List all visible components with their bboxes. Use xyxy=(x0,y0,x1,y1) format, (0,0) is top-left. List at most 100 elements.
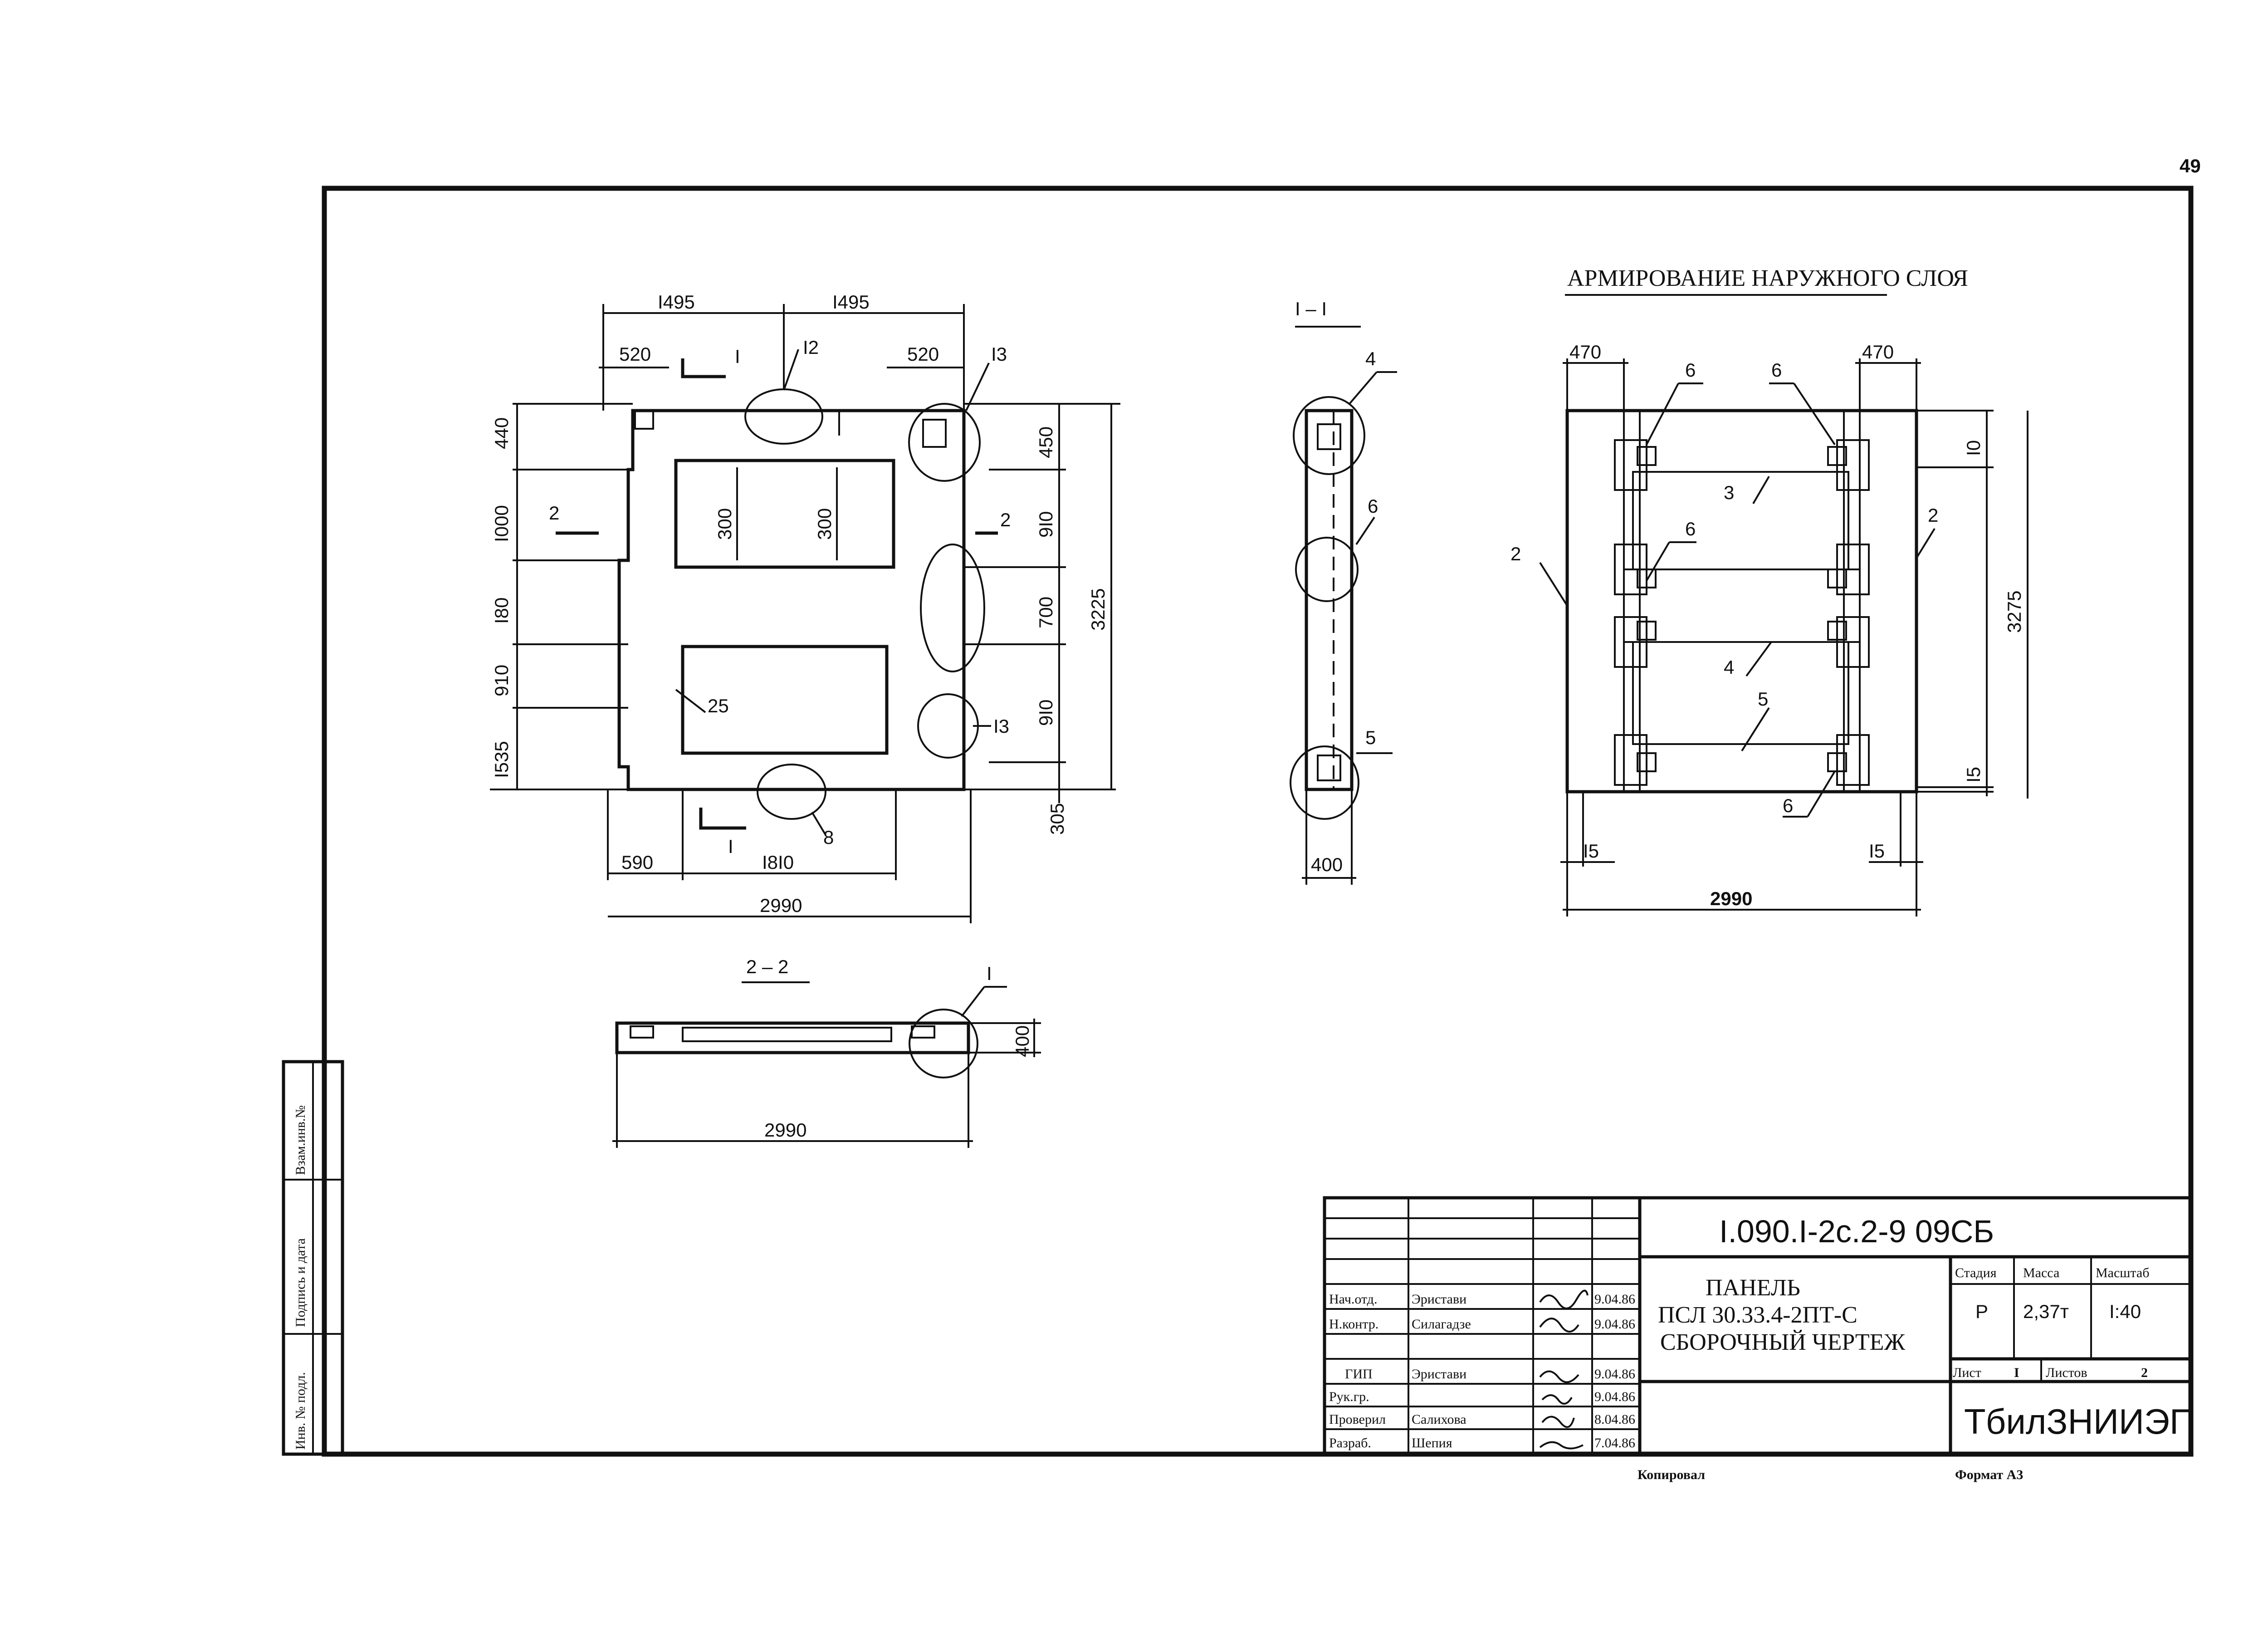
signature-3 xyxy=(1539,1370,1579,1383)
signature-5 xyxy=(1541,1416,1575,1428)
plan-opening-dim-1: 300 xyxy=(714,508,735,540)
sheets-value: 2 xyxy=(2141,1365,2148,1380)
organization: ТбилЗНИИЭП xyxy=(1964,1402,2195,1441)
section-1-1-circle-bottom xyxy=(1290,745,1359,820)
side-stamp: Инв. № подл. Подпись и дата Взам.инв.№ xyxy=(282,1060,344,1456)
role-head-dept: Нач.отд. xyxy=(1329,1292,1377,1307)
scale-value: I:40 xyxy=(2109,1301,2141,1322)
plan-left-dim-5: I535 xyxy=(491,741,512,778)
sheet-value: I xyxy=(2014,1365,2019,1380)
stage-label: Стадия xyxy=(1955,1265,1997,1280)
reinf-right-dim-1: I0 xyxy=(1963,440,1984,456)
reinf-dim-top-1: 470 xyxy=(1569,341,1601,363)
scale-label: Масштаб xyxy=(2096,1265,2149,1280)
reinf-right-dim-2: 3275 xyxy=(2004,591,2025,633)
plan-left-dim-3: I80 xyxy=(491,598,512,624)
section-1-1-callout-4: 4 xyxy=(1365,348,1376,369)
name-head-dept: Эристави xyxy=(1412,1292,1466,1307)
reinf-bottom-dim-1: I5 xyxy=(1583,840,1599,862)
section-2-2-title: 2 – 2 xyxy=(746,956,788,977)
reinforcement-title: АРМИРОВАНИЕ НАРУЖНОГО СЛОЯ xyxy=(1567,265,1968,291)
section-1-1-width: 400 xyxy=(1311,854,1343,875)
signature-4 xyxy=(1541,1394,1573,1405)
signature-1 xyxy=(1539,1289,1589,1309)
drawing-name-line-3: СБОРОЧНЫЙ ЧЕРТЕЖ xyxy=(1660,1329,1905,1355)
reinf-dim-top-2: 470 xyxy=(1862,341,1894,363)
plan-dim-second-2: 520 xyxy=(907,343,939,365)
plan-bottom-dim-2: I8I0 xyxy=(762,852,794,873)
sheets-label: Листов xyxy=(2046,1365,2087,1380)
signature-6 xyxy=(1539,1441,1584,1450)
reinforcement-view: АРМИРОВАНИЕ НАРУЖНОГО СЛОЯ xyxy=(1510,265,2028,916)
plan-callout-12: I2 xyxy=(803,337,819,358)
plan-section-mark-1-top: I xyxy=(735,346,740,367)
reinf-callout-4: 4 xyxy=(1724,657,1734,678)
reinf-callout-6a: 6 xyxy=(1685,359,1696,381)
footer-format: Формат А3 xyxy=(1955,1467,2023,1482)
role-norm-control: Н.контр. xyxy=(1329,1317,1378,1332)
reinf-bottom-dim-2: I5 xyxy=(1869,840,1885,862)
date-head-dept: 9.04.86 xyxy=(1594,1292,1635,1307)
plan-right-dim-5: 305 xyxy=(1046,803,1068,835)
plan-left-dim-1: 440 xyxy=(491,417,512,449)
page-number: 49 xyxy=(2180,155,2201,176)
mass-label: Масса xyxy=(2023,1265,2059,1280)
role-group-lead: Рук.гр. xyxy=(1329,1389,1369,1404)
mass-value: 2,37т xyxy=(2023,1301,2069,1322)
plan-overall-width: 2990 xyxy=(760,895,802,916)
plan-opening-dim-2: 300 xyxy=(814,508,835,540)
detail-circle-12 xyxy=(744,388,823,445)
signature-2 xyxy=(1539,1318,1579,1333)
plan-callout-25: 25 xyxy=(708,695,729,716)
date-gip: 9.04.86 xyxy=(1594,1367,1635,1382)
plan-right-dim-1: 450 xyxy=(1035,426,1056,458)
detail-circle-13 xyxy=(908,403,981,482)
reinf-callout-2-left: 2 xyxy=(1510,543,1521,564)
section-1-1-title: I – I xyxy=(1295,298,1327,319)
plan-left-dim-4: 910 xyxy=(491,665,512,696)
reinf-callout-6b: 6 xyxy=(1771,359,1782,381)
plan-callout-13b: I3 xyxy=(993,715,1009,737)
reinf-callout-6d: 6 xyxy=(1783,795,1793,816)
stage-value: Р xyxy=(1975,1301,1988,1322)
role-checked: Проверил xyxy=(1329,1412,1386,1427)
plan-right-dim-2: 9I0 xyxy=(1035,511,1056,538)
date-group-lead: 9.04.86 xyxy=(1594,1389,1635,1404)
section-1-1-circle-top xyxy=(1293,396,1365,475)
date-developer: 7.04.86 xyxy=(1594,1436,1635,1451)
section-2-2-width: 2990 xyxy=(764,1119,807,1141)
role-developer: Разраб. xyxy=(1329,1436,1371,1451)
plan-view: I495 I495 520 520 440 I000 I80 910 I535 … xyxy=(490,291,1120,923)
drawing-name-line-2: ПСЛ 30.33.4-2ПТ-С xyxy=(1658,1302,1857,1328)
section-2-2-height: 400 xyxy=(1012,1025,1033,1057)
plan-dim-top-2: I495 xyxy=(832,291,870,313)
plan-section-mark-2-right: 2 xyxy=(1000,509,1011,530)
detail-circle-8 xyxy=(757,764,826,820)
name-developer: Шепия xyxy=(1412,1436,1452,1451)
plan-section-mark-1-bottom: I xyxy=(728,836,733,857)
reinf-callout-3: 3 xyxy=(1724,482,1734,503)
role-gip: ГИП xyxy=(1345,1367,1373,1382)
reinf-overall-width: 2990 xyxy=(1710,888,1752,909)
side-stamp-replace-inv: Взам.инв.№ xyxy=(293,1105,308,1175)
sheet-label: Лист xyxy=(1953,1365,1981,1380)
reinf-callout-6c: 6 xyxy=(1685,518,1696,539)
section-2-2-circle xyxy=(909,1009,978,1078)
side-stamp-sign-date: Подпись и дата xyxy=(293,1238,308,1327)
side-stamp-inv-orig: Инв. № подл. xyxy=(293,1372,308,1450)
plan-right-dim-3: 700 xyxy=(1035,597,1056,628)
reinf-right-dim-3: I5 xyxy=(1963,767,1984,783)
section-1-1-callout-6: 6 xyxy=(1368,495,1378,517)
section-1-1-circle-mid xyxy=(1295,537,1359,602)
date-norm-control: 9.04.86 xyxy=(1594,1317,1635,1332)
drawing-frame xyxy=(322,186,2194,1457)
drawing-code: I.090.I-2c.2-9 09СБ xyxy=(1719,1214,1994,1249)
detail-circle-window xyxy=(920,544,985,672)
section-2-2-callout: I xyxy=(987,963,992,984)
plan-bottom-dim-1: 590 xyxy=(621,852,653,873)
footer-copied: Копировал xyxy=(1637,1467,1705,1482)
name-norm-control: Силагадзе xyxy=(1412,1317,1471,1332)
plan-overall-height: 3225 xyxy=(1087,588,1109,631)
plan-section-mark-2-left: 2 xyxy=(549,502,559,524)
